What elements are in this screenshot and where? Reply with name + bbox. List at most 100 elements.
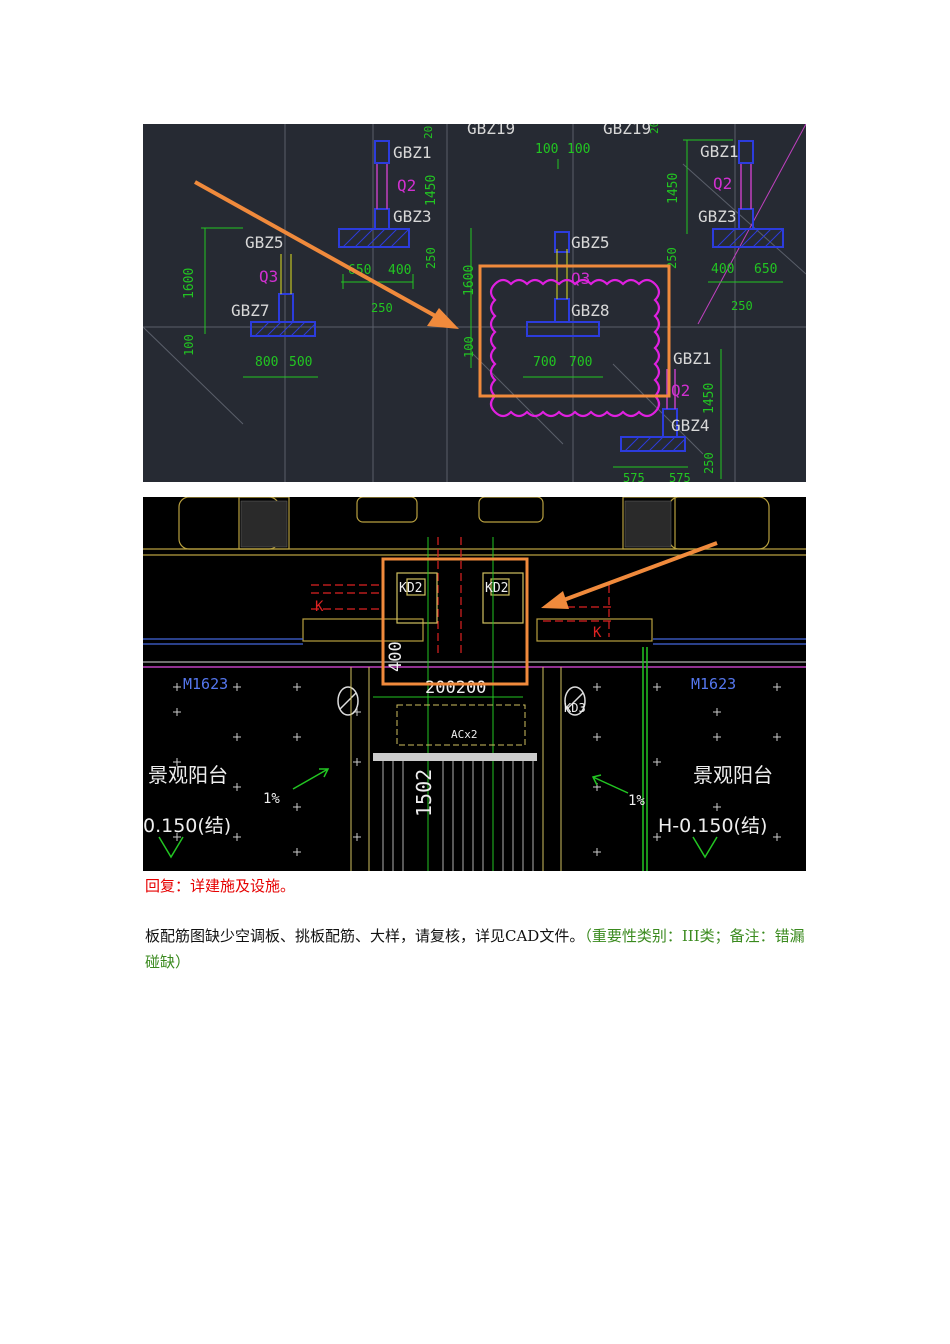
vertical-walls (350, 667, 562, 871)
hatch-blocks (240, 500, 672, 548)
beam-dashed-lines (311, 537, 613, 657)
label-elev-right: H-0.150(结) (658, 815, 767, 837)
label-slope-left: 1% (263, 791, 280, 807)
dim-575-a: 575 (623, 471, 645, 482)
label-gbz4: GBZ4 (671, 416, 710, 435)
label-dim-400: 400 (386, 641, 406, 672)
label-slope-right: 1% (628, 793, 645, 809)
cad-drawing-1: 100 100 20 20 1450 1450 1450 250 250 250… (143, 124, 806, 482)
wall-lines-yellow (280, 249, 568, 299)
wall-segments (376, 164, 752, 409)
dim-650-right: 650 (754, 262, 777, 277)
reply-text: 回复：详建施及设施。 (145, 877, 296, 895)
dim-500: 500 (289, 355, 312, 370)
label-gbz19-right: GBZ19 (603, 124, 651, 138)
room-label-group: 景观阳台 景观阳台 0.150(结) H-0.150(结) (143, 763, 773, 837)
label-m1623-right: M1623 (691, 675, 736, 693)
dim-250-c: 250 (371, 301, 393, 315)
label-kd3: KD3 (564, 701, 586, 715)
label-balcony-left: 景观阳台 (148, 763, 228, 787)
label-q2-bottom: Q2 (671, 381, 690, 400)
slope-arrows (158, 768, 718, 859)
label-q3-left: Q3 (259, 267, 278, 286)
stair-top-slab (373, 753, 537, 761)
dim-250-e: 250 (702, 452, 716, 474)
label-acx2: ACx2 (451, 728, 478, 741)
cad-screenshot-balcony: K K (143, 497, 806, 871)
review-comment-note: （重要性类别：III类；备注：错漏碰缺） (145, 927, 805, 971)
review-comment-body: 板配筋图缺少空调板、挑板配筋、大样，请复核，详见CAD文件。 (145, 927, 585, 945)
kd-label-group: KD2 KD2 KD3 ACx2 200200 400 1502 (386, 581, 586, 817)
slope-label-group: 1% 1% (263, 791, 645, 809)
highlight-box-2 (381, 557, 529, 686)
dim-20-b: 20 (648, 124, 661, 134)
dim-100-b: 100 (567, 142, 590, 157)
label-gbz5-left: GBZ5 (245, 233, 284, 252)
label-balcony-right: 景观阳台 (693, 763, 773, 787)
label-q2-right: Q2 (713, 174, 732, 193)
label-kd2-left: KD2 (399, 581, 422, 596)
label-q2-left: Q2 (397, 176, 416, 195)
dimension-text-group: 100 100 20 20 1450 1450 1450 250 250 250… (182, 124, 777, 482)
center-green-lines (373, 537, 523, 871)
highlight-arrow-2-shaft (560, 541, 718, 603)
grid-lines (143, 124, 806, 482)
dim-20-a: 20 (422, 126, 435, 139)
cad-drawing-2: K K (143, 497, 806, 871)
dim-1450-right: 1450 (666, 173, 681, 204)
label-k-left: K (315, 599, 324, 615)
element-label-group: GBZ19 GBZ19 GBZ1 GBZ1 GBZ3 GBZ3 GBZ5 GBZ… (231, 124, 739, 435)
highlight-arrow-2-head (541, 591, 569, 609)
label-gbz7: GBZ7 (231, 301, 270, 320)
highlight-arrow-head (427, 308, 459, 329)
dim-100-mid: 100 (462, 336, 476, 358)
dim-700-a: 700 (533, 355, 556, 370)
dim-1600-left: 1600 (182, 268, 197, 299)
label-elev-left: 0.150(结) (143, 815, 231, 837)
highlight-box (478, 264, 671, 398)
label-gbz19-left: GBZ19 (467, 124, 515, 138)
floor-crosses (173, 683, 781, 856)
stair-hatch (382, 759, 534, 871)
dimension-lines (201, 139, 783, 479)
label-kd2-right: KD2 (485, 581, 508, 596)
label-gbz8: GBZ8 (571, 301, 610, 320)
label-gbz1-bottom-right: GBZ1 (673, 349, 712, 368)
dim-100-left: 100 (182, 334, 196, 356)
green-walls (642, 647, 648, 871)
label-gbz3-left: GBZ3 (393, 207, 432, 226)
highlight-arrow-shaft (194, 180, 440, 320)
label-q3-mid: Q3 (571, 269, 590, 288)
door-label-group: M1623 M1623 (183, 675, 736, 693)
wall-hatching (254, 228, 784, 452)
dim-800: 800 (255, 355, 278, 370)
dim-400-right: 400 (711, 262, 734, 277)
review-comment: 板配筋图缺少空调板、挑板配筋、大样，请复核，详见CAD文件。（重要性类别：III… (145, 923, 815, 975)
label-gbz3-right: GBZ3 (698, 207, 737, 226)
label-gbz5-mid: GBZ5 (571, 233, 610, 252)
wall-label-group: Q2 Q2 Q2 Q3 Q3 (259, 174, 732, 400)
dim-1450-bottom: 1450 (702, 383, 717, 414)
dim-1450-left: 1450 (424, 175, 439, 206)
label-dim-1502: 1502 (412, 769, 436, 817)
dim-700-b: 700 (569, 355, 592, 370)
dim-250-a: 250 (424, 247, 438, 269)
label-gbz1-top-left: GBZ1 (393, 143, 432, 162)
label-dim-200200: 200200 (425, 678, 486, 698)
label-gbz1-top-right: GBZ1 (700, 142, 739, 161)
label-m1623-left: M1623 (183, 675, 228, 693)
center-columns (396, 572, 524, 624)
dim-250-d: 250 (731, 299, 753, 313)
revision-cloud (489, 278, 661, 418)
dim-250-b: 250 (665, 247, 679, 269)
slab-edges (143, 638, 806, 645)
dim-100-a: 100 (535, 142, 558, 157)
label-k-right: K (593, 625, 602, 641)
drain-symbols (337, 686, 586, 716)
wall-columns (250, 140, 784, 452)
cad-screenshot-wall-columns: 100 100 20 20 1450 1450 1450 250 250 250… (143, 124, 806, 482)
dim-575-b: 575 (669, 471, 691, 482)
dim-400-left: 400 (388, 263, 411, 278)
dim-1600-mid: 1600 (462, 265, 477, 296)
beam-marks: K K (315, 599, 602, 641)
